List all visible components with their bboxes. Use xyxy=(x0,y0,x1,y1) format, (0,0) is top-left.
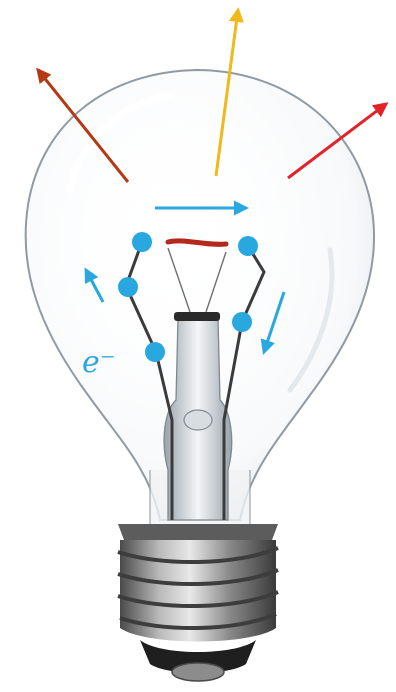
stem-pinch xyxy=(184,410,212,430)
electron-dot xyxy=(232,312,252,332)
electron-dot xyxy=(118,277,138,297)
electron-dot xyxy=(238,236,258,256)
electron-dot xyxy=(145,342,165,362)
electron-label: e⁻ xyxy=(82,345,116,380)
electron-dot xyxy=(132,232,152,252)
screw-base xyxy=(118,524,278,681)
stem-cap xyxy=(174,312,220,321)
